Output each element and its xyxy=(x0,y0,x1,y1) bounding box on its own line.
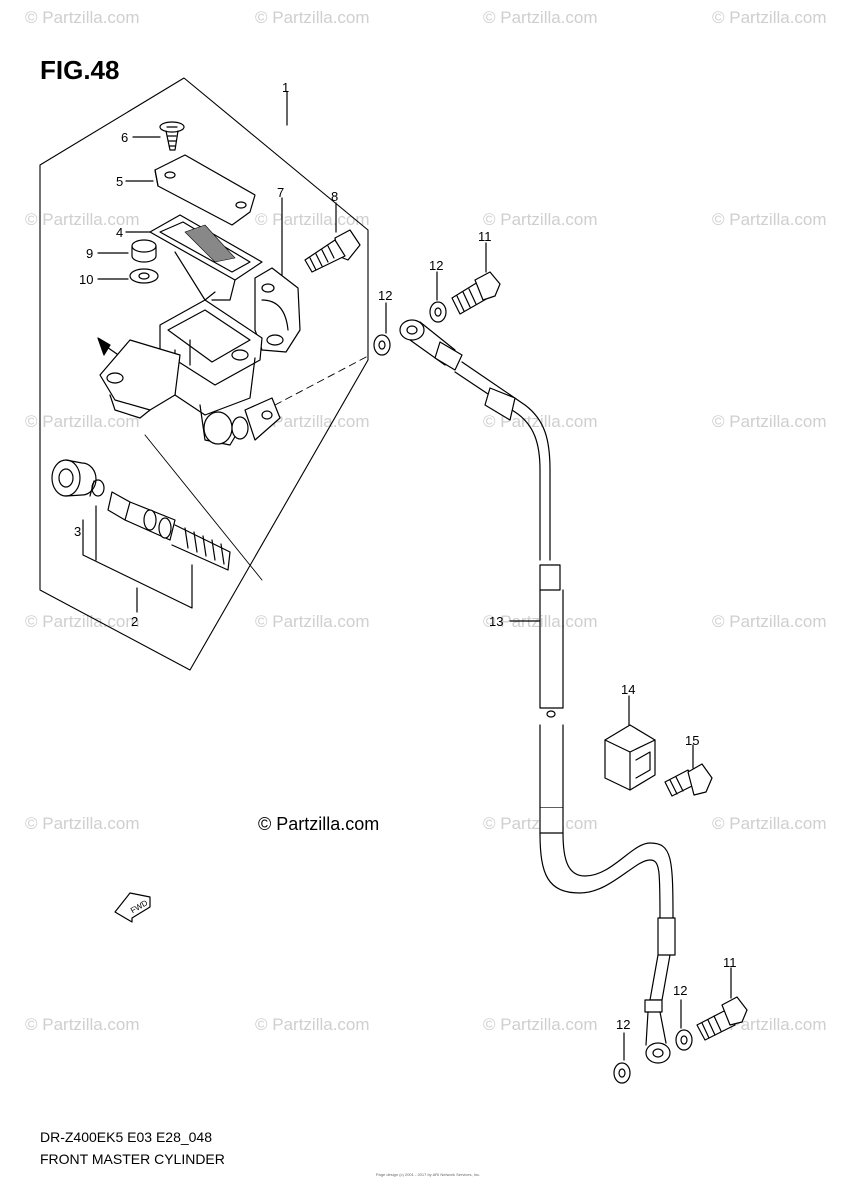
bolt-part xyxy=(304,229,361,273)
alignment-line xyxy=(144,434,263,581)
watermark: © Partzilla.com xyxy=(25,612,140,631)
callout-3: 3 xyxy=(74,524,82,539)
alignment-arrow xyxy=(97,337,111,356)
screw-part xyxy=(159,121,185,151)
callout-12-upper-right: 12 xyxy=(429,258,444,273)
callout-8: 8 xyxy=(331,189,339,204)
washer-part xyxy=(613,1029,693,1084)
watermark: © Partzilla.com xyxy=(255,1015,370,1034)
callout-4: 4 xyxy=(116,225,124,240)
watermark: © Partzilla.com xyxy=(712,612,827,631)
alignment-line xyxy=(274,354,371,406)
callout-12-lower-right: 12 xyxy=(673,983,688,998)
fwd-arrow-icon xyxy=(114,892,151,923)
watermark: © Partzilla.com xyxy=(25,8,140,27)
callout-7: 7 xyxy=(277,185,285,200)
watermark: © Partzilla.com xyxy=(483,8,598,27)
watermark: © Partzilla.com xyxy=(25,210,140,229)
bolt-part xyxy=(664,763,713,797)
watermark: © Partzilla.com xyxy=(25,814,140,833)
leader-line xyxy=(82,519,193,609)
watermark: © Partzilla.com xyxy=(483,1015,598,1034)
callout-11-lower: 11 xyxy=(723,955,737,970)
watermark: © Partzilla.com xyxy=(255,210,370,229)
brake-hose-part xyxy=(399,319,676,1064)
piston-kit-part xyxy=(51,459,231,571)
watermark: © Partzilla.com xyxy=(25,412,140,431)
washer-part xyxy=(129,268,159,284)
reservoir-cap-part xyxy=(154,154,256,226)
watermark: © Partzilla.com xyxy=(255,8,370,27)
callout-12-upper-left: 12 xyxy=(378,288,393,303)
clamp-part xyxy=(254,267,301,353)
assembly-group-outline xyxy=(39,77,369,671)
figure-number: FIG.48 xyxy=(40,55,120,85)
master-cylinder-body xyxy=(99,299,281,446)
watermark: © Partzilla.com xyxy=(483,210,598,229)
banjo-bolt-part xyxy=(696,996,748,1041)
model-code: DR-Z400EK5 E03 E28_048 xyxy=(40,1129,212,1145)
watermark: © Partzilla.com xyxy=(712,814,827,833)
callout-12-lower-left: 12 xyxy=(616,1017,631,1032)
hose-guide-part xyxy=(604,724,656,791)
callout-1: 1 xyxy=(282,80,290,95)
watermark: © Partzilla.com xyxy=(712,210,827,229)
callout-2: 2 xyxy=(131,614,139,629)
callout-14: 14 xyxy=(621,682,636,697)
footer-small-print: Page design (c) 2001 - 2017 by ARI Netwo… xyxy=(375,1172,481,1177)
watermark: © Partzilla.com xyxy=(255,412,370,431)
watermark: © Partzilla.com xyxy=(25,1015,140,1034)
callout-10: 10 xyxy=(79,272,94,287)
watermark: © Partzilla.com xyxy=(712,8,827,27)
callout-5: 5 xyxy=(116,174,124,189)
watermark: © Partzilla.com xyxy=(712,412,827,431)
callout-13: 13 xyxy=(489,614,504,629)
banjo-bolt-part xyxy=(451,271,501,315)
callout-15: 15 xyxy=(685,733,700,748)
washer-part xyxy=(373,301,447,356)
copyright-text: © Partzilla.com xyxy=(258,814,380,834)
callout-6: 6 xyxy=(121,130,129,145)
callout-11-upper: 11 xyxy=(478,229,492,244)
diaphragm-part xyxy=(149,214,263,301)
bushing-part xyxy=(131,239,157,263)
diagram-title: FRONT MASTER CYLINDER xyxy=(40,1151,225,1167)
callout-9: 9 xyxy=(86,246,94,261)
watermark: © Partzilla.com xyxy=(255,612,370,631)
